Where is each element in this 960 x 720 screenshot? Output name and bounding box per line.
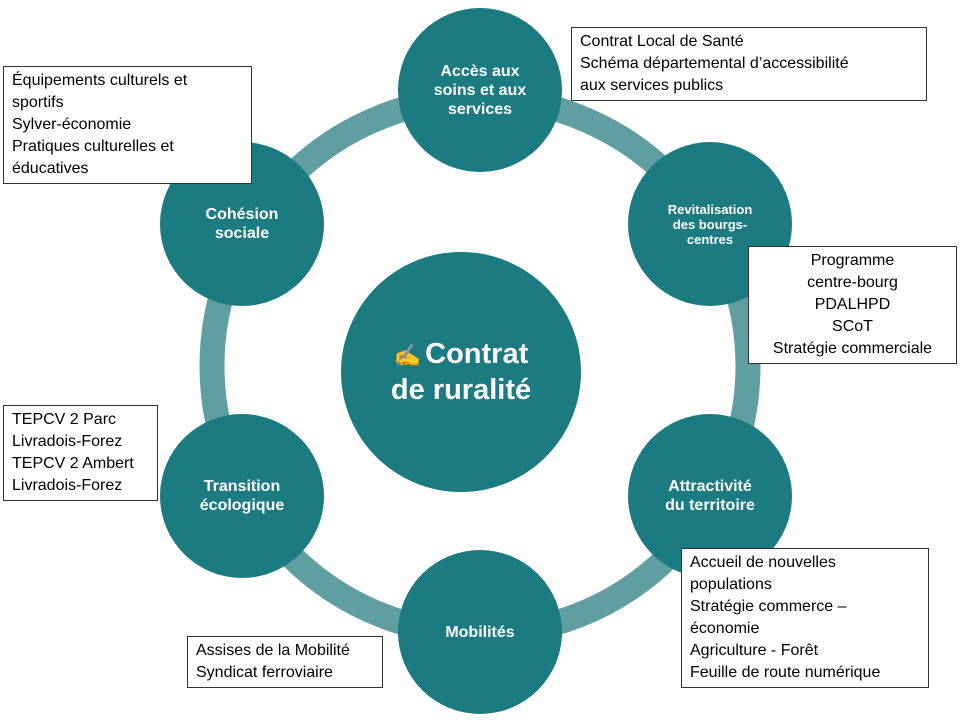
box-acces-line: Contrat Local de Santé [580, 33, 744, 50]
node-acces-aux-soins: Accès aux soins et aux services [398, 8, 562, 172]
box-acces-line: aux services publics [580, 77, 724, 94]
box-transition-line: TEPCV 2 Parc [12, 411, 117, 428]
box-transition-line: Livradois-Forez [12, 477, 123, 494]
pen-paper-icon: ✍ [393, 343, 422, 368]
box-cohesion-line: sportifs [12, 94, 64, 111]
box-attractivite-line: économie [690, 620, 760, 637]
node-transition-label: Transition écologique [199, 478, 285, 514]
center-title-line1: Contrat [425, 338, 529, 370]
box-attractivite-line: populations [690, 576, 772, 593]
node-attractivite-label: Attractivité du territoire [665, 478, 755, 514]
node-acces-label: Accès aux soins et aux services [433, 62, 527, 118]
box-transition: TEPCV 2 Parc Livradois-Forez TEPCV 2 Amb… [3, 405, 158, 501]
box-mobilites: Assises de la Mobilité Syndicat ferrovia… [187, 636, 383, 688]
center-title-line2: de ruralité [390, 374, 532, 406]
box-attractivite: Accueil de nouvelles populations Stratég… [681, 548, 929, 688]
box-revitalisation-line: SCoT [832, 318, 873, 335]
box-revitalisation-line: Stratégie commerciale [772, 340, 933, 357]
box-mobilites-line: Assises de la Mobilité [196, 642, 350, 659]
node-revitalisation-label: Revitalisation des bourgs- centres [667, 201, 753, 247]
box-attractivite-line: Agriculture - Forêt [690, 642, 819, 659]
box-revitalisation-line: PDALHPD [814, 296, 891, 313]
node-mobilites-label: Mobilités [445, 623, 515, 641]
box-attractivite-line: Accueil de nouvelles [690, 554, 836, 571]
box-cohesion-line: Sylver-économie [12, 116, 132, 133]
box-mobilites-line: Syndicat ferroviaire [196, 664, 333, 681]
box-attractivite-line: Stratégie commerce – [690, 598, 847, 615]
center-circle: ✍Contrat de ruralité [341, 252, 581, 492]
box-revitalisation: Programme centre-bourg PDALHPD SCoT Stra… [748, 246, 957, 364]
node-mobilites: Mobilités [398, 550, 562, 714]
box-transition-line: Livradois-Forez [12, 433, 123, 450]
box-acces-line: Schéma départemental d’accessibilité [580, 55, 849, 72]
box-cohesion-line: Équipements culturels et [12, 72, 188, 89]
node-cohesion-label: Cohésion sociale [205, 206, 279, 242]
box-cohesion: Équipements culturels et sportifs Sylver… [3, 66, 252, 184]
box-acces: Contrat Local de Santé Schéma départemen… [571, 27, 927, 101]
box-cohesion-line: Pratiques culturelles et [12, 138, 174, 155]
box-cohesion-line: éducatives [12, 160, 89, 177]
box-transition-line: TEPCV 2 Ambert [12, 455, 134, 472]
box-attractivite-line: Feuille de route numérique [690, 664, 881, 681]
box-revitalisation-line: Programme [810, 252, 895, 269]
box-revitalisation-line: centre-bourg [807, 274, 898, 291]
node-transition: Transition écologique [160, 414, 324, 578]
